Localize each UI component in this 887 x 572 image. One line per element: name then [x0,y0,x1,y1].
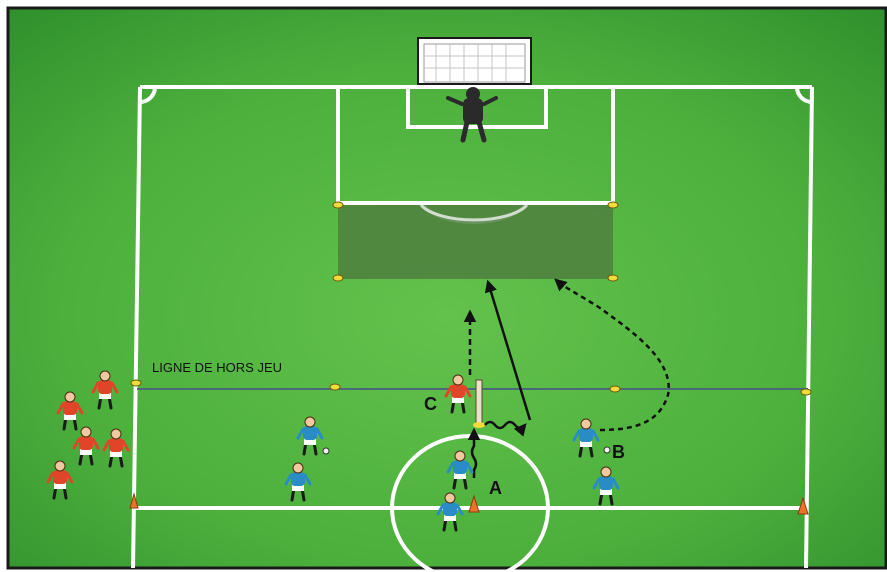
player-label-b: B [612,442,625,462]
marker-icon [333,202,343,208]
marker-icon [608,202,618,208]
offside-line-label: LIGNE DE HORS JEU [152,360,282,375]
marker-icon [330,384,340,390]
ball-icon [323,448,329,454]
player-label-a: A [489,478,502,498]
ball-icon [604,447,610,453]
shaded-zone [338,205,613,279]
marker-icon [131,380,141,386]
marker-icon [610,386,620,392]
player-label-c: C [424,394,437,414]
marker-icon [801,389,811,395]
marker-icon [333,275,343,281]
marker-icon [608,275,618,281]
goal-icon [418,38,531,84]
